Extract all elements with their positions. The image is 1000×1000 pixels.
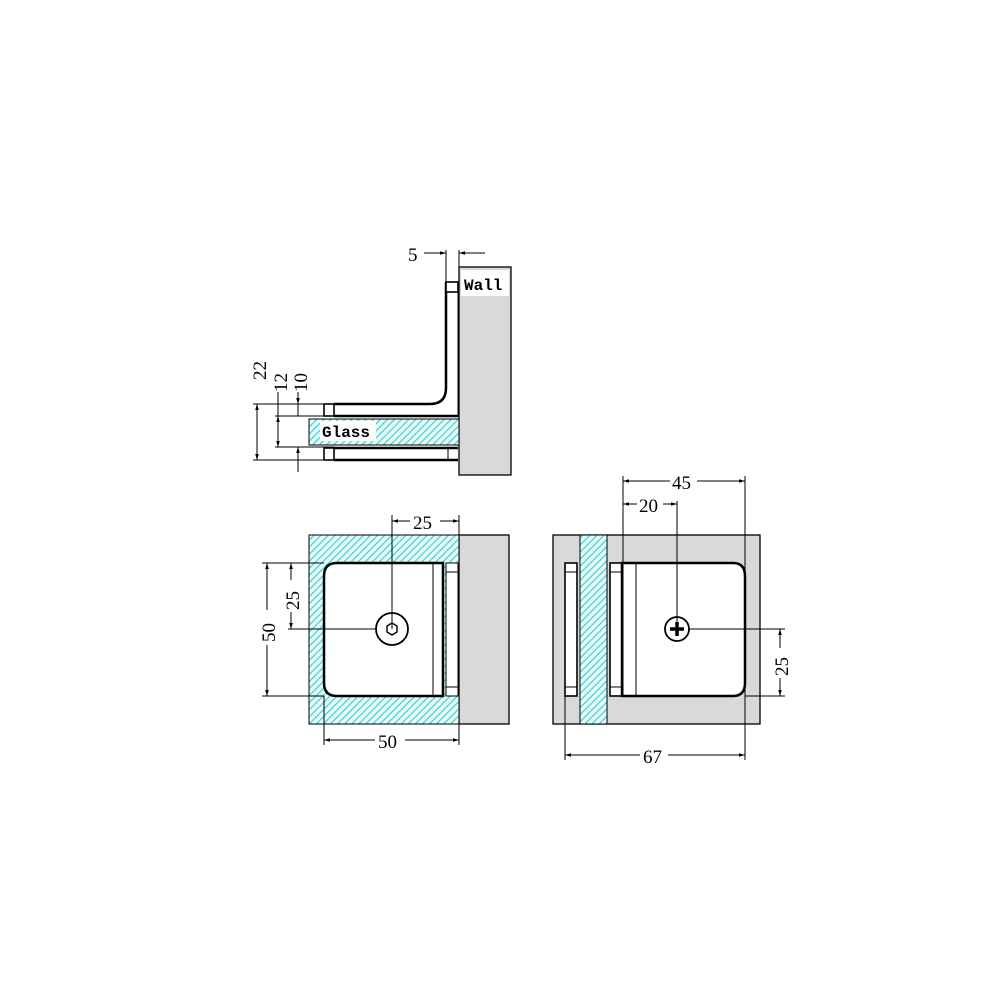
wall-label: Wall <box>464 277 502 295</box>
glass-label: Glass <box>322 424 370 442</box>
dim-width-67: 67 <box>643 747 662 768</box>
clamp-gasket <box>445 562 459 697</box>
wall-block <box>458 266 512 476</box>
dim-hole-y-25: 25 <box>283 591 304 610</box>
clamp-l-inner <box>334 282 459 417</box>
dim-depth-45: 45 <box>672 473 691 494</box>
clamp-upper-end-cap <box>323 403 335 417</box>
glass-label-bg <box>320 421 376 441</box>
dim-offset-5: 5 <box>408 245 418 266</box>
clamp-gasket <box>609 562 623 697</box>
clamp-top-cap <box>445 281 459 293</box>
dim-width-50: 50 <box>378 732 397 753</box>
wall-label-bg <box>461 270 509 296</box>
dim-screw-25: 25 <box>772 657 793 676</box>
dim-total-22: 22 <box>250 361 271 380</box>
wall-block <box>458 534 510 725</box>
dim-screw-20: 20 <box>639 496 658 517</box>
dim-hole-x-25: 25 <box>413 513 432 534</box>
back-plate <box>564 562 578 697</box>
glass-panel <box>579 534 608 725</box>
top-view: 45 20 25 67 <box>552 473 793 768</box>
dim-glass-12: 12 <box>271 373 292 392</box>
clamp-l-outer <box>334 282 448 406</box>
clamp-lower-end-cap <box>323 447 335 461</box>
hex-socket-icon <box>386 622 398 636</box>
front-view: 25 25 50 50 <box>259 513 510 753</box>
side-view: Wall Glass 5 22 12 <box>250 245 512 476</box>
dim-gap-10: 10 <box>291 373 312 392</box>
dim-height-50: 50 <box>259 623 280 642</box>
